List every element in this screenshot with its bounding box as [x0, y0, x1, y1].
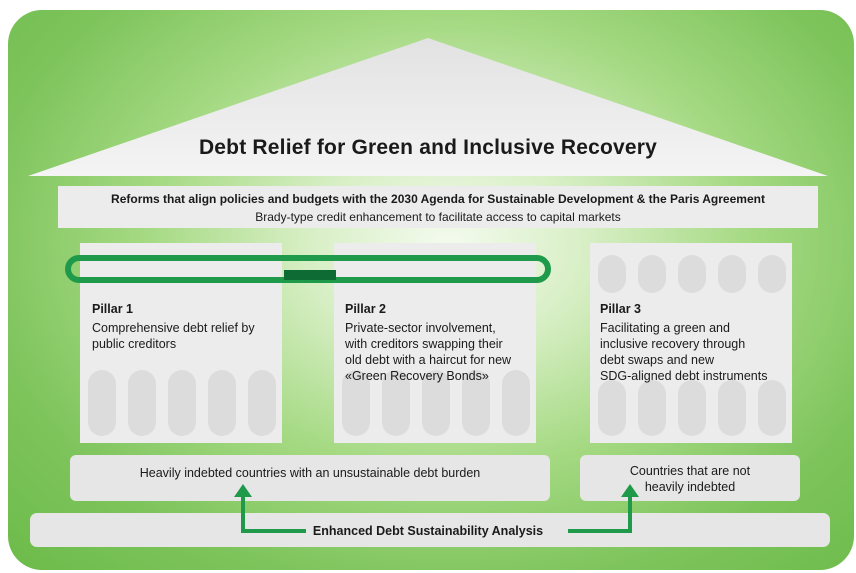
foundation-step	[30, 513, 830, 547]
not-heavily-indebted-text: Countries that are not heavily indebted	[629, 464, 751, 494]
arrow-left-head	[234, 484, 252, 497]
arrow-left-line	[241, 495, 306, 533]
pillar-3-description: Facilitating a green and inclusive recov…	[600, 321, 768, 383]
base-heavily-indebted	[70, 455, 550, 501]
roof-pediment	[28, 38, 828, 176]
arrow-right-head	[621, 484, 639, 497]
reforms-text: Reforms that align policies and budgets …	[111, 192, 765, 206]
pillar-2-label: Pillar 2	[345, 302, 386, 316]
pillar-1-description: Comprehensive debt relief by public cred…	[92, 321, 255, 351]
pillar-1-label: Pillar 1	[92, 302, 133, 316]
heavily-indebted-text: Heavily indebted countries with an unsus…	[139, 466, 481, 480]
edsa-text: Enhanced Debt Sustainability Analysis	[312, 524, 544, 538]
architrave	[58, 186, 818, 228]
pillar-3-label: Pillar 3	[600, 302, 641, 316]
credit-enhancement-text: Brady-type credit enhancement to facilit…	[255, 210, 621, 224]
base-not-heavily-indebted	[580, 455, 800, 501]
arrow-right-line	[568, 495, 632, 533]
pillar-2-description: Private-sector involvement, with credito…	[345, 321, 512, 383]
pillar-link-bar	[284, 270, 336, 280]
diagram-title: Debt Relief for Green and Inclusive Reco…	[198, 136, 658, 159]
